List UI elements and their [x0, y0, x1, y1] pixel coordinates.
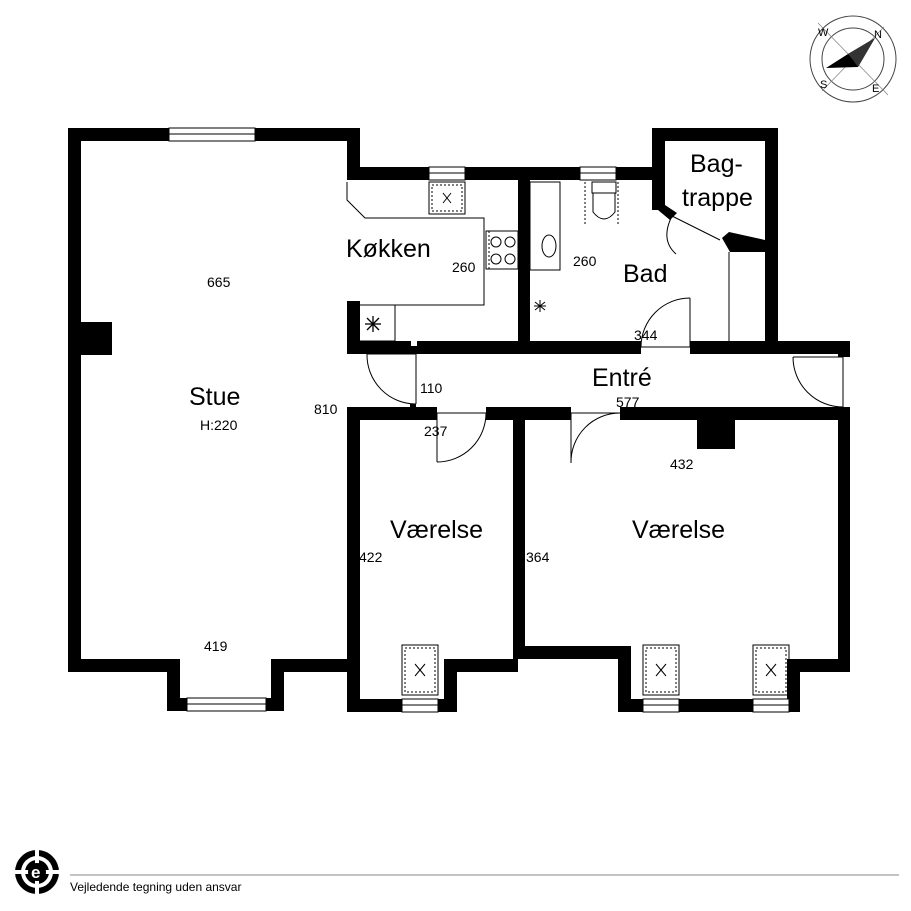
dim-vaerelse-left-side: 422: [359, 549, 383, 565]
room-height-stue: H:220: [200, 417, 238, 433]
walls: [68, 128, 850, 712]
radiators: [401, 181, 790, 696]
door-stue: [366, 353, 417, 405]
stove-icon: [488, 231, 516, 269]
footer-disclaimer: Vejledende tegning uden ansvar: [70, 880, 241, 894]
radiator-vaerelse-right-2: [752, 644, 790, 696]
door-vaerelse-right: [570, 412, 621, 464]
doors: [366, 215, 844, 464]
logo-icon: e: [12, 847, 62, 897]
radiator-vaerelse-left: [401, 644, 439, 696]
dim-kokken: 260: [452, 259, 476, 275]
dim-vaerelse-left-door: 237: [424, 423, 448, 439]
window-sills: [169, 133, 789, 706]
dim-stue-bottom: 419: [204, 638, 228, 654]
dim-bad: 260: [573, 253, 597, 269]
freezer-snowflake-icon: [365, 316, 381, 332]
room-label-bagtrappe-line1: Bag-: [690, 150, 743, 178]
toilet-icon: [591, 181, 617, 194]
dim-entre-main: 577: [616, 394, 640, 410]
dim-vaerelse-right-top: 432: [670, 456, 694, 472]
sink-icon: [541, 234, 557, 258]
room-label-kokken: Køkken: [346, 235, 431, 263]
compass-w: W: [818, 27, 829, 39]
kitchen-counter: [346, 182, 519, 342]
compass-e: E: [872, 83, 879, 95]
compass-s: S: [820, 79, 827, 91]
dim-bad-bottom: 344: [634, 327, 658, 343]
radiator-kokken: [428, 181, 466, 215]
door-vaerelse-left: [436, 412, 487, 463]
door-bagtrappe: [666, 215, 721, 255]
compass-icon: N E S W: [809, 15, 897, 103]
dim-stue-top: 665: [207, 274, 231, 290]
dim-entre-left: 110: [420, 380, 443, 396]
room-label-vaerelse-right: Værelse: [632, 516, 725, 544]
room-label-entre: Entré: [592, 364, 652, 392]
room-label-bagtrappe-line2: trappe: [682, 184, 753, 212]
logo-letter: e: [31, 863, 40, 882]
compass-n: N: [874, 29, 882, 41]
shower-icon: [534, 300, 546, 312]
room-label-bad: Bad: [623, 260, 667, 288]
door-bad: [640, 297, 691, 348]
dim-vaerelse-right-side: 364: [526, 549, 550, 565]
sink-counter: [529, 181, 561, 271]
dim-stue-side: 810: [314, 401, 338, 417]
room-label-vaerelse-left: Værelse: [390, 516, 483, 544]
bathroom-fixtures: [529, 181, 619, 312]
door-main-entrance: [792, 356, 844, 408]
room-label-stue: Stue: [189, 383, 240, 411]
radiator-vaerelse-right-1: [642, 644, 680, 696]
